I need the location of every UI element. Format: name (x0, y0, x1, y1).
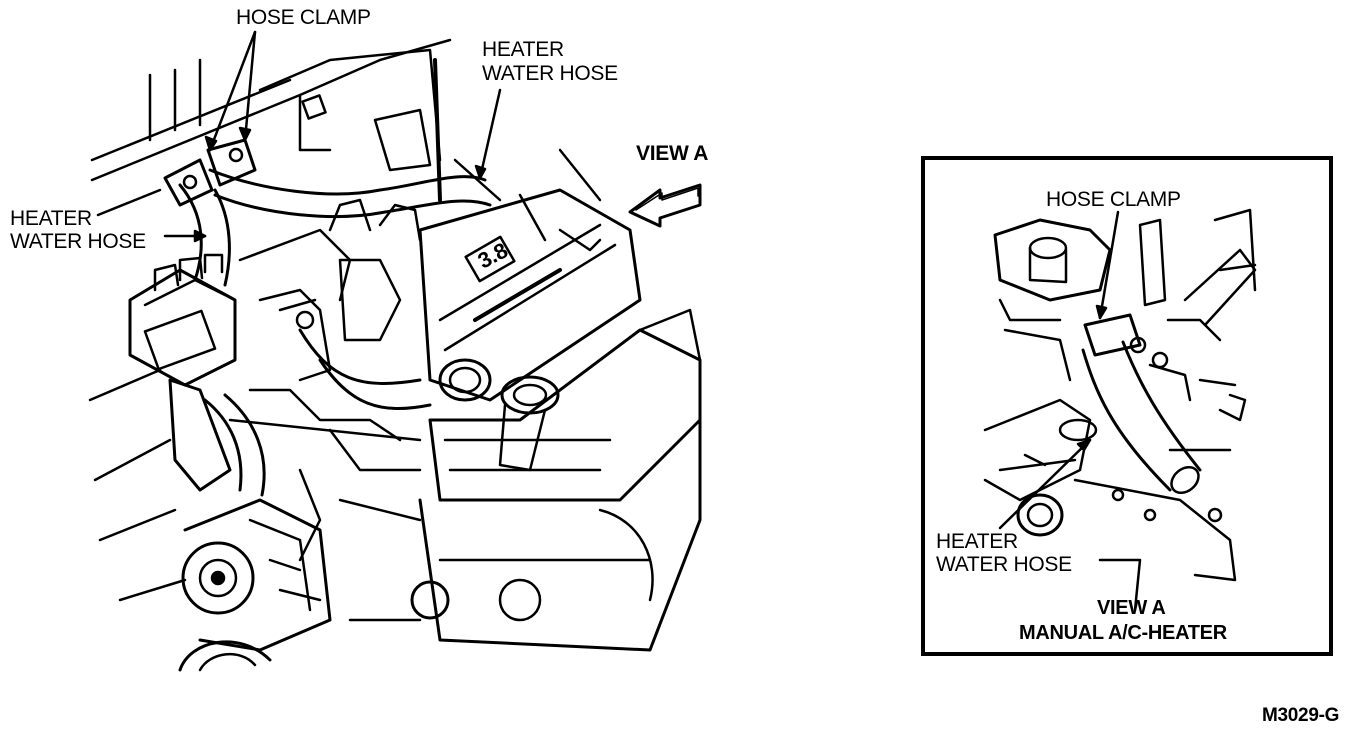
hose-clamp-label-main: HOSE CLAMP (236, 6, 371, 29)
heater-water-hose-label-top-line2: WATER HOSE (482, 62, 618, 85)
engine-illustration (88, 30, 702, 672)
heater-water-hose-label-left-line2: WATER HOSE (10, 230, 146, 253)
view-a-label: VIEW A (636, 142, 709, 165)
inset-caption-view-a: VIEW A (1097, 597, 1166, 619)
inset-caption-manual-ac-heater: MANUAL A/C-HEATER (1019, 622, 1227, 644)
heater-water-hose-label-inset-line2: WATER HOSE (936, 553, 1072, 576)
heater-water-hose-label-top-line1: HEATER (482, 38, 564, 61)
view-a-inset-frame (921, 156, 1333, 656)
heater-water-hose-label-inset-line1: HEATER (936, 530, 1018, 553)
hose-clamp-label-inset: HOSE CLAMP (1046, 188, 1181, 211)
heater-water-hose-label-left-line1: HEATER (10, 207, 92, 230)
figure-id: M3029-G (1262, 705, 1340, 726)
